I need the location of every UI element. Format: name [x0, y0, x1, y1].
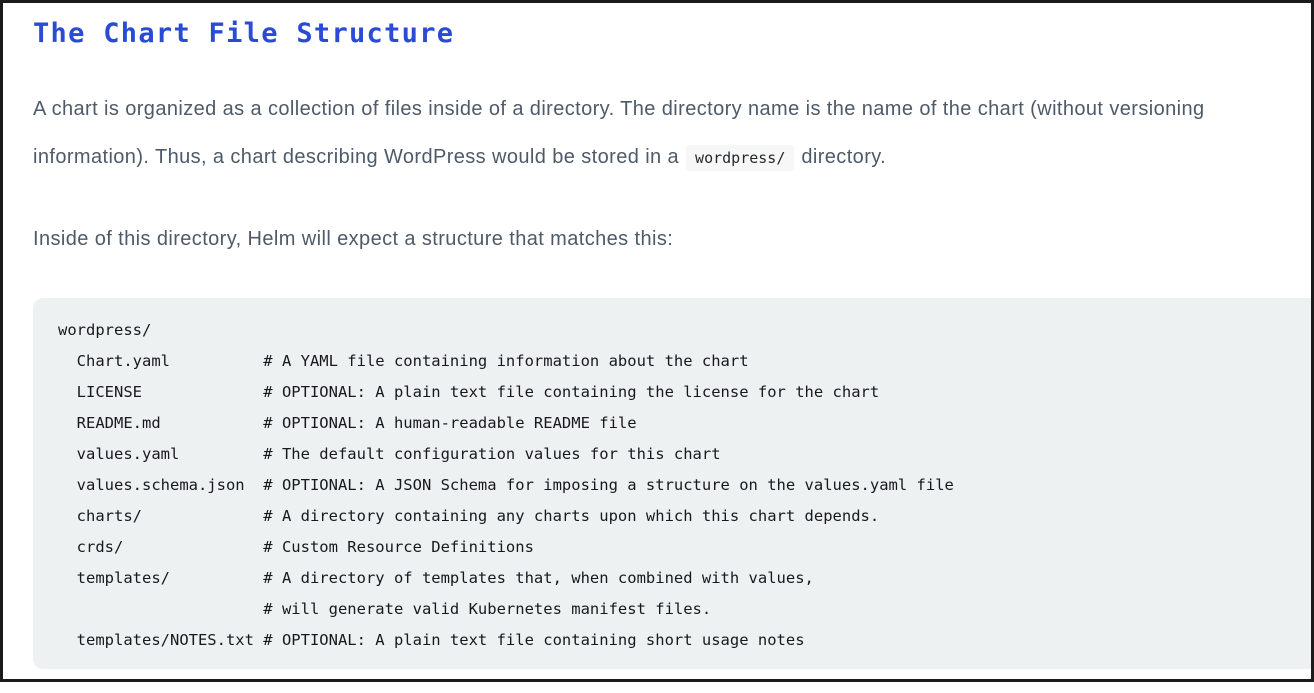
chart-structure-code-block: wordpress/ Chart.yaml # A YAML file cont…	[33, 298, 1311, 669]
intro-text-before: A chart is organized as a collection of …	[33, 98, 1205, 168]
intro-paragraph: A chart is organized as a collection of …	[33, 85, 1286, 182]
docs-page: The Chart File Structure A chart is orga…	[3, 17, 1311, 693]
inline-code-wordpress-dir: wordpress/	[686, 145, 795, 171]
chart-structure-code: wordpress/ Chart.yaml # A YAML file cont…	[58, 321, 954, 649]
intro-text-after: directory.	[801, 146, 887, 168]
structure-intro-paragraph: Inside of this directory, Helm will expe…	[33, 228, 674, 250]
page-title: The Chart File Structure	[33, 18, 455, 49]
